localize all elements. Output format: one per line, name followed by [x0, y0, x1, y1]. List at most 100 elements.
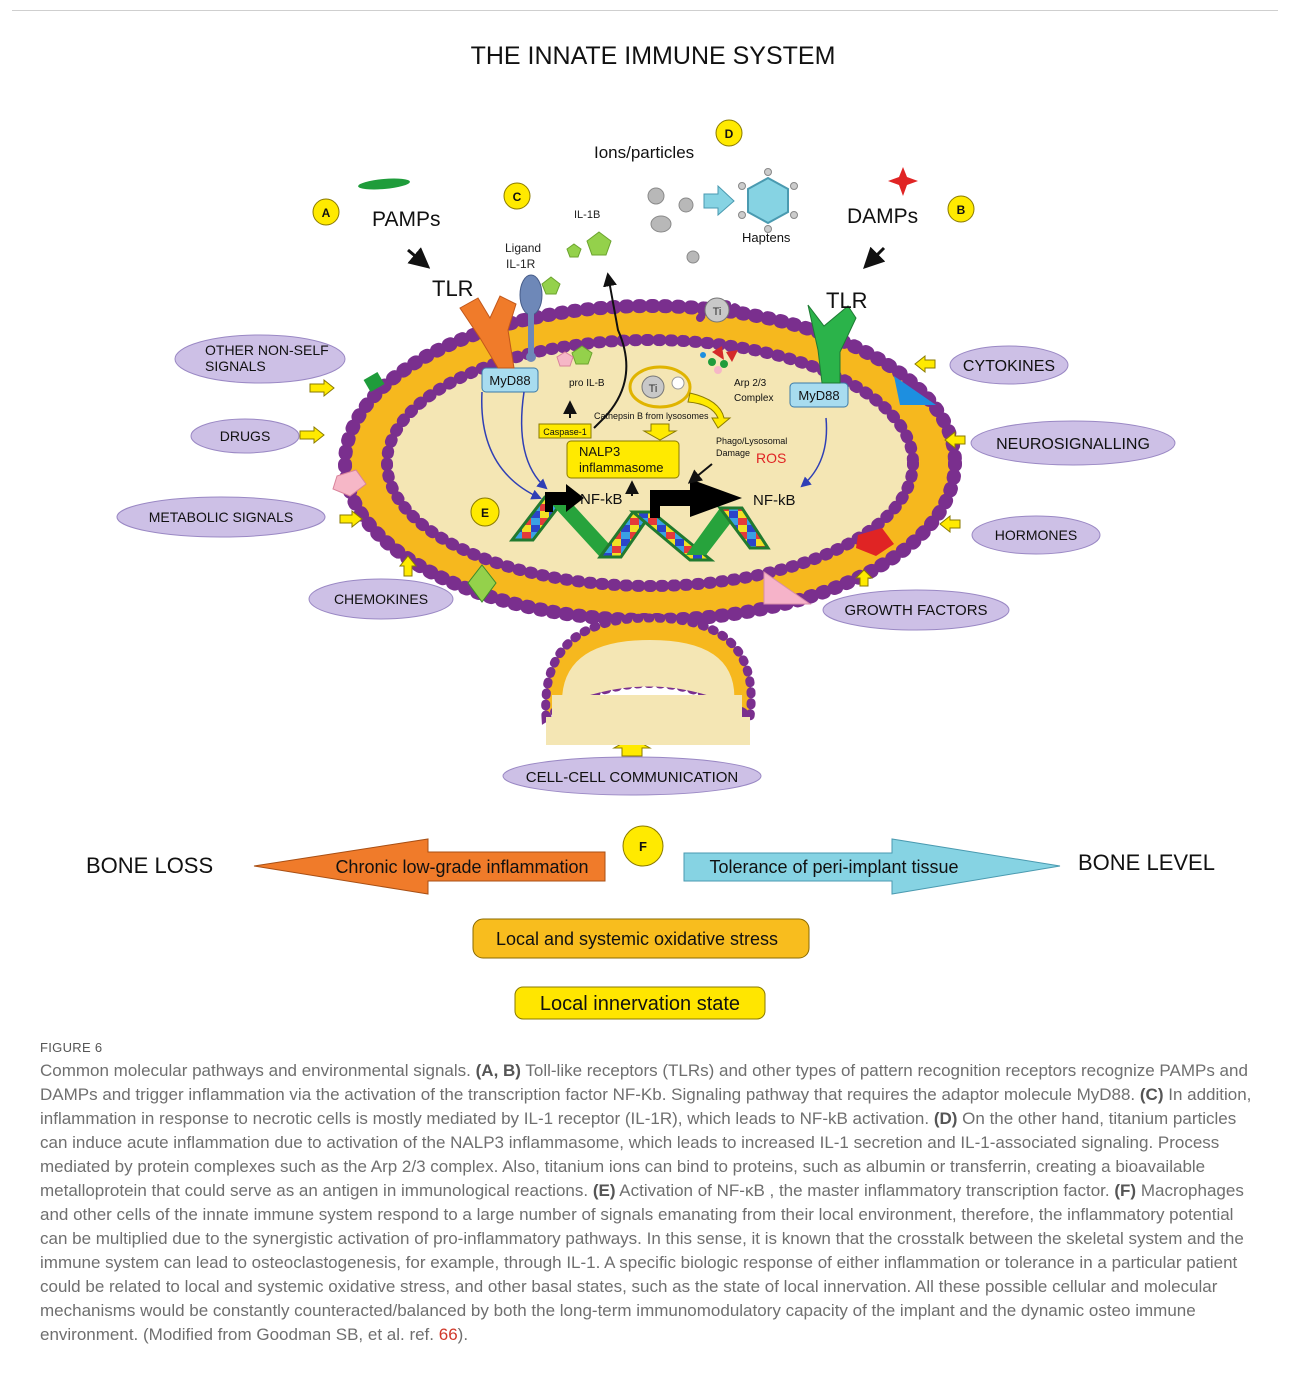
pro-il-b-pentagon: [571, 345, 593, 365]
phago-arrow: [687, 463, 713, 484]
caption-d-label: (D): [933, 1109, 958, 1128]
myd88-left-to-nfkb-arrow-2: [520, 391, 548, 490]
receptor-red-block: [856, 528, 894, 556]
pro-il-b-label: pro IL-B: [569, 378, 605, 389]
caption-e-text: Activation of NF-κB , the master inflamm…: [619, 1181, 1110, 1200]
reference-link[interactable]: 66: [438, 1325, 458, 1344]
nalp3-label-2: inflammasome: [579, 460, 664, 475]
top-rule: [12, 10, 1278, 11]
signal-other-line2: SIGNALS: [205, 358, 266, 374]
signal-other-non-self: [174, 334, 346, 384]
marker-A: A: [312, 198, 340, 226]
particles-to-haptens-arrow: [703, 184, 735, 217]
svg-text:A: A: [322, 206, 331, 220]
cathepsin-down-arrow: [642, 423, 678, 441]
myd88-left-to-nfkb-arrow-1: [481, 391, 542, 500]
figure-label: FIGURE 6: [40, 1040, 103, 1055]
receptor-blue-triangle: [894, 376, 936, 405]
myd88-right-box: [789, 382, 849, 408]
arp23-complex: [700, 346, 738, 374]
caption-f-label: (F): [1114, 1181, 1137, 1200]
caption-c-label: (C): [1139, 1085, 1164, 1104]
dna-strands: [508, 495, 771, 562]
caption-ab-label: (A, B): [475, 1061, 521, 1080]
ti-outside-label: Ti: [713, 306, 722, 318]
page-title: THE INNATE IMMUNE SYSTEM: [471, 42, 836, 70]
chronic-inflammation-label: Chronic low-grade inflammation: [335, 857, 588, 877]
nalp3-label-1: NALP3: [579, 444, 620, 459]
particles: [647, 187, 700, 264]
secretion-arrow: [593, 272, 628, 429]
arp-label-1: Arp 2/3: [734, 378, 767, 389]
myd88-left-label: MyD88: [489, 373, 530, 388]
pamps-label: PAMPs: [372, 208, 440, 231]
receptor-pink-block: [332, 469, 367, 497]
ros-label: ROS: [756, 450, 786, 466]
pathogen-shape: [358, 178, 410, 190]
pro-il-b-pink: [556, 351, 574, 367]
ti-particle: [704, 297, 730, 323]
phago-label-1: Phago/Lysosomal: [716, 436, 787, 446]
signal-hormones: [971, 515, 1101, 555]
myd88-right-to-nfkb-arrow: [800, 417, 828, 488]
myd88-right-label: MyD88: [798, 388, 839, 403]
bone-loss-label: BONE LOSS: [86, 853, 213, 878]
tolerance-label: Tolerance of peri-implant tissue: [709, 857, 958, 877]
svg-text:E: E: [481, 506, 489, 520]
arp-label-2: Complex: [734, 393, 773, 404]
signal-neurosignalling: [970, 420, 1176, 466]
signal-neurosignalling-label: NEUROSIGNALLING: [996, 436, 1150, 453]
caspase1-box: [538, 423, 592, 439]
innervation-label: Local innervation state: [540, 993, 740, 1015]
caption-f-text: Macrophages and other cells of the innat…: [40, 1181, 1244, 1344]
promoter-arrow-left: [545, 484, 584, 512]
receptor-pink-triangle: [763, 571, 812, 605]
damage-star: [888, 167, 918, 196]
signal-arrows: [299, 354, 966, 757]
signal-metabolic: [116, 496, 326, 538]
svg-text:D: D: [725, 127, 734, 141]
ions-particles-label: Ions/particles: [594, 143, 694, 162]
damps-arrow: [863, 246, 886, 269]
signal-cytokines-label: CYTOKINES: [963, 358, 1055, 375]
lysosome-curve-arrow: [687, 392, 732, 429]
caption-intro: Common molecular pathways and environmen…: [40, 1061, 471, 1080]
ti-lysosome: [628, 365, 692, 409]
phago-label-2: Damage: [716, 448, 750, 458]
tlr-left-label: TLR: [432, 276, 474, 301]
marker-D: D: [715, 119, 743, 147]
promoter-arrow-right: [650, 479, 742, 518]
tlr-right-label: TLR: [826, 288, 868, 313]
signal-chemokines: [308, 578, 454, 620]
marker-E: E: [470, 497, 500, 527]
signal-metabolic-label: METABOLIC SIGNALS: [149, 509, 293, 525]
bone-level-label: BONE LEVEL: [1078, 850, 1215, 875]
receptor-green-square: [363, 371, 385, 393]
damps-label: DAMPs: [847, 205, 918, 228]
oxidative-stress-box: [472, 918, 810, 959]
ligand-label: Ligand: [505, 241, 541, 255]
marker-F: F: [622, 825, 664, 867]
il1b-pentagon-small: [566, 243, 582, 258]
tolerance-arrow: [683, 838, 1061, 895]
nfkb-left-label: NF-kB: [580, 491, 623, 508]
marker-C: C: [503, 182, 531, 210]
cathepsin-label: Cathepsin B from lysosomes: [594, 411, 709, 421]
il1r-receptor: [519, 274, 543, 362]
tlr-left-receptor: [459, 295, 517, 369]
tlr-right-receptor: [807, 304, 857, 384]
receptor-green-diamond: [467, 564, 497, 603]
signal-other-line1: OTHER NON-SELF: [205, 342, 329, 358]
marker-B: B: [947, 195, 975, 223]
caption-body: Common molecular pathways and environmen…: [40, 1059, 1265, 1347]
neighbour-cell: [541, 613, 756, 745]
signal-hormones-label: HORMONES: [995, 527, 1077, 543]
pamps-arrow: [407, 247, 431, 269]
hapten-benzene: [738, 168, 798, 233]
signal-cytokines: [949, 345, 1069, 385]
nfkb-right-label: NF-kB: [753, 492, 796, 509]
caspase1-label: Caspase-1: [543, 427, 587, 437]
signal-cell-cell: [502, 756, 762, 796]
innate-immune-diagram: THE INNATE IMMUNE SYSTEM NF-kB NF-kB MyD…: [86, 42, 1215, 1020]
svg-text:C: C: [513, 190, 522, 204]
